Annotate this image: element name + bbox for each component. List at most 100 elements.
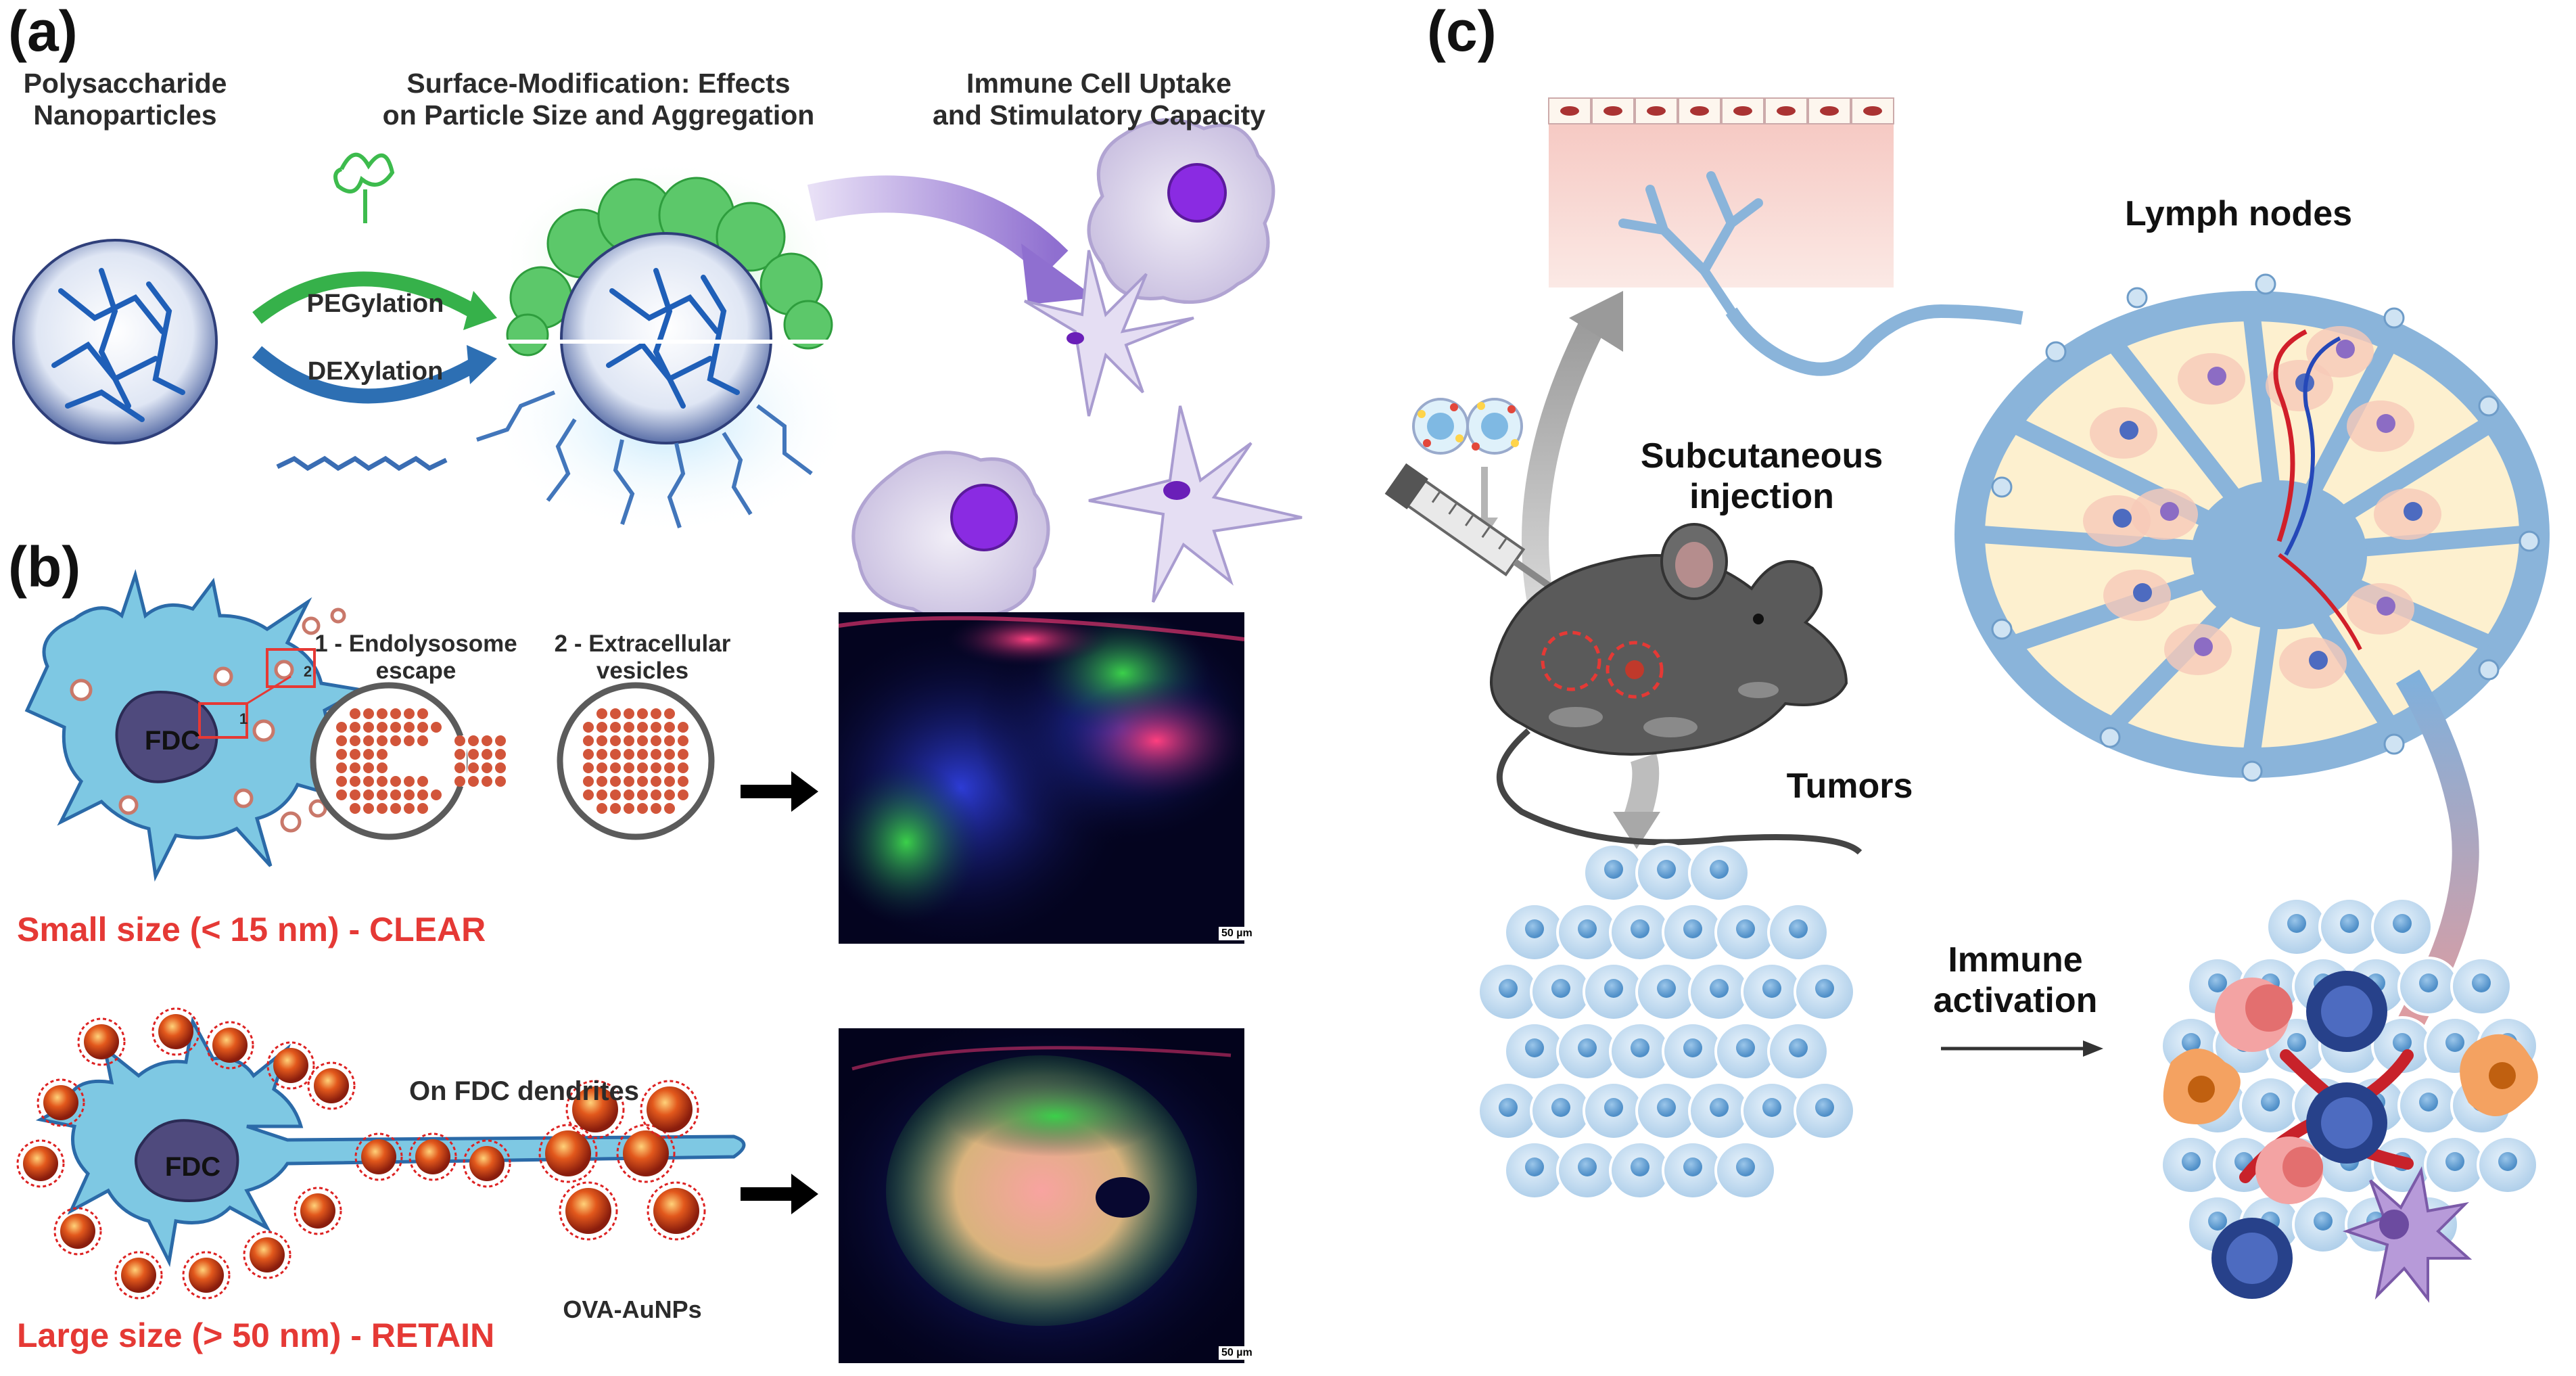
- nanoparticle-dot: [664, 708, 675, 719]
- nanoparticle-dot: [404, 776, 415, 787]
- rim-cell: [2519, 530, 2540, 552]
- epithelial-nucleus: [1777, 106, 1796, 116]
- nanoparticle-dot: [336, 722, 347, 733]
- nanoparticle-dot: [610, 776, 621, 787]
- lymphocyte: [2120, 421, 2138, 440]
- fdc-label-bottom: FDC: [164, 1152, 221, 1182]
- nanoparticle-dot: [417, 776, 428, 787]
- panel-c-tag: (c): [1427, 0, 1497, 63]
- tumor-nucleus: [2340, 914, 2359, 933]
- box-2-label: 2: [303, 663, 312, 680]
- nanoparticle-dot: [377, 789, 388, 800]
- rim-cell: [2478, 659, 2500, 681]
- nanoparticle-dot: [651, 762, 661, 773]
- nanoparticle-dot: [377, 803, 388, 814]
- epithelial-nucleus: [1820, 106, 1839, 116]
- tumor-nucleus: [1604, 1098, 1623, 1117]
- nanoparticle-dot: [350, 708, 360, 719]
- on-fdc-dendrites-label: On FDC dendrites: [408, 1076, 640, 1106]
- tumor-nucleus: [1525, 919, 1544, 938]
- ova-aunps-label: OVA-AuNPs: [563, 1295, 702, 1323]
- epithelial-nucleus: [1733, 106, 1752, 116]
- tumor-nucleus: [2419, 973, 2438, 992]
- escaped-nanoparticle: [495, 776, 506, 787]
- tumor-nucleus: [1683, 1157, 1702, 1176]
- nanoparticle-dot: [350, 803, 360, 814]
- gold-nanoparticle: [60, 1214, 95, 1249]
- escaped-nanoparticle: [495, 735, 506, 746]
- nanoparticle-dot: [610, 708, 621, 719]
- escaped-nanoparticle: [482, 776, 492, 787]
- nanoparticle-dot: [417, 803, 428, 814]
- nanoparticle-dot: [390, 722, 401, 733]
- gold-nanoparticle: [623, 1130, 669, 1176]
- tumor-nucleus: [1710, 860, 1729, 879]
- rim-cell: [2045, 341, 2067, 363]
- microscopy-image-small-art: [839, 612, 1244, 944]
- nanoparticle-dot: [350, 749, 360, 760]
- lymphocyte: [2404, 502, 2422, 521]
- pegylation-label: PEGylation: [306, 290, 444, 318]
- tumor-nucleus: [1525, 1157, 1544, 1176]
- lymphocyte: [2194, 637, 2213, 656]
- vesicles-label-line1: 2 - Extracellular: [554, 630, 731, 657]
- panel-a-col1-title: Polysaccharide Nanoparticles: [17, 68, 233, 131]
- gold-nanoparticle: [23, 1146, 58, 1181]
- nanoparticle-dot: [377, 762, 388, 773]
- gold-nanoparticle: [43, 1085, 78, 1120]
- endolysosome-label-line2: escape: [375, 658, 456, 685]
- nanoparticle-dot: [651, 803, 661, 814]
- nanoparticle-dot: [363, 789, 374, 800]
- injection-line: injection: [1689, 476, 1834, 516]
- nanoparticle-dot: [651, 708, 661, 719]
- escaped-nanoparticle: [468, 749, 479, 760]
- microscopy-image-large: [839, 1028, 1244, 1363]
- rim-cell: [2241, 760, 2263, 782]
- rim-cell: [2255, 273, 2276, 295]
- nanoparticle-dot: [390, 789, 401, 800]
- nanoparticle-dot: [390, 776, 401, 787]
- escaped-nanoparticle: [468, 735, 479, 746]
- nanoparticle-dot: [336, 762, 347, 773]
- lymphocyte: [2160, 502, 2179, 521]
- nanoparticle-dot: [583, 722, 594, 733]
- gold-nanoparticle: [189, 1258, 224, 1293]
- nanoparticle-dot: [363, 722, 374, 733]
- rim-cell: [2383, 733, 2405, 755]
- nanoparticle-dot: [678, 735, 688, 746]
- scale-bar-large: 50 µm: [1219, 1346, 1255, 1360]
- nanoparticle-dot: [350, 762, 360, 773]
- tumor-nucleus: [1525, 1038, 1544, 1057]
- nanoparticle-dot: [624, 776, 634, 787]
- gold-nanoparticle: [653, 1188, 699, 1234]
- tumor-nucleus: [2498, 1152, 2517, 1171]
- nanoparticle-dot: [363, 735, 374, 746]
- escaped-nanoparticle: [495, 762, 506, 773]
- epithelial-nucleus: [1647, 106, 1666, 116]
- nanoparticle-dot: [678, 789, 688, 800]
- box-1-label: 1: [239, 710, 248, 727]
- nanoparticle-dot: [637, 789, 648, 800]
- nanoparticle-dot: [583, 749, 594, 760]
- nanoparticle-dot: [583, 776, 594, 787]
- protein-corona: [16, 1139, 65, 1188]
- tumor-nucleus: [2182, 1033, 2201, 1052]
- protein-corona: [243, 1231, 291, 1279]
- nanoparticle-dot: [624, 749, 634, 760]
- nanoparticle-dot: [404, 722, 415, 733]
- nanoparticle-dot: [610, 803, 621, 814]
- tumor-nucleus: [2182, 1152, 2201, 1171]
- escaped-nanoparticle: [454, 735, 465, 746]
- fdc-label-top: FDC: [144, 726, 201, 756]
- gold-nanoparticle: [158, 1014, 193, 1049]
- nanoparticle-dot: [610, 735, 621, 746]
- lymphocyte: [2309, 651, 2328, 670]
- nanoparticle-dot: [596, 749, 607, 760]
- panel-a-col2-title-line1: Surface-Modification: Effects: [406, 68, 791, 99]
- panel-a-col1-title-line2: Nanoparticles: [33, 99, 217, 131]
- tumor-nucleus: [1578, 1157, 1597, 1176]
- protein-corona: [77, 1017, 126, 1066]
- nanoparticle-dot: [417, 735, 428, 746]
- nanoparticle-dot: [664, 722, 675, 733]
